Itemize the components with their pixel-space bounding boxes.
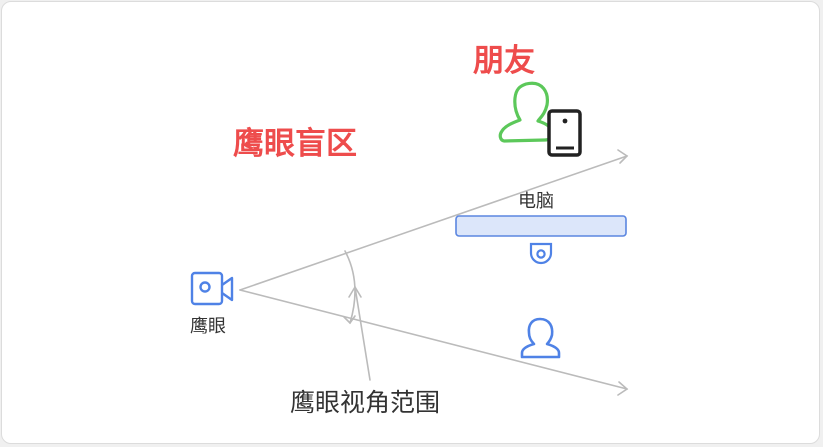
webcam-icon xyxy=(529,242,553,265)
upper-arrowhead xyxy=(617,149,629,164)
caption-pointer-line xyxy=(354,286,371,381)
lower-arrowhead xyxy=(617,381,629,396)
computer-label: 电脑 xyxy=(518,191,554,212)
person-icon xyxy=(520,317,561,359)
lower-view-line xyxy=(239,289,628,390)
video-camera-icon xyxy=(190,271,234,306)
caption-pointer-arrowhead xyxy=(348,285,362,298)
eagle-eye-label: 鹰眼 xyxy=(190,316,226,337)
view-range-lines xyxy=(239,149,629,396)
upper-view-line xyxy=(239,155,628,291)
blind-zone-title: 鹰眼盲区 xyxy=(233,126,357,162)
view-angle-arc-tip xyxy=(343,315,356,325)
view-range-caption: 鹰眼视角范围 xyxy=(290,388,441,417)
view-angle-arc xyxy=(344,250,356,324)
friend-title: 朋友 xyxy=(473,43,535,79)
friend-person-icon xyxy=(498,81,553,143)
tablet-icon xyxy=(547,109,582,157)
computer-bar xyxy=(455,215,627,237)
